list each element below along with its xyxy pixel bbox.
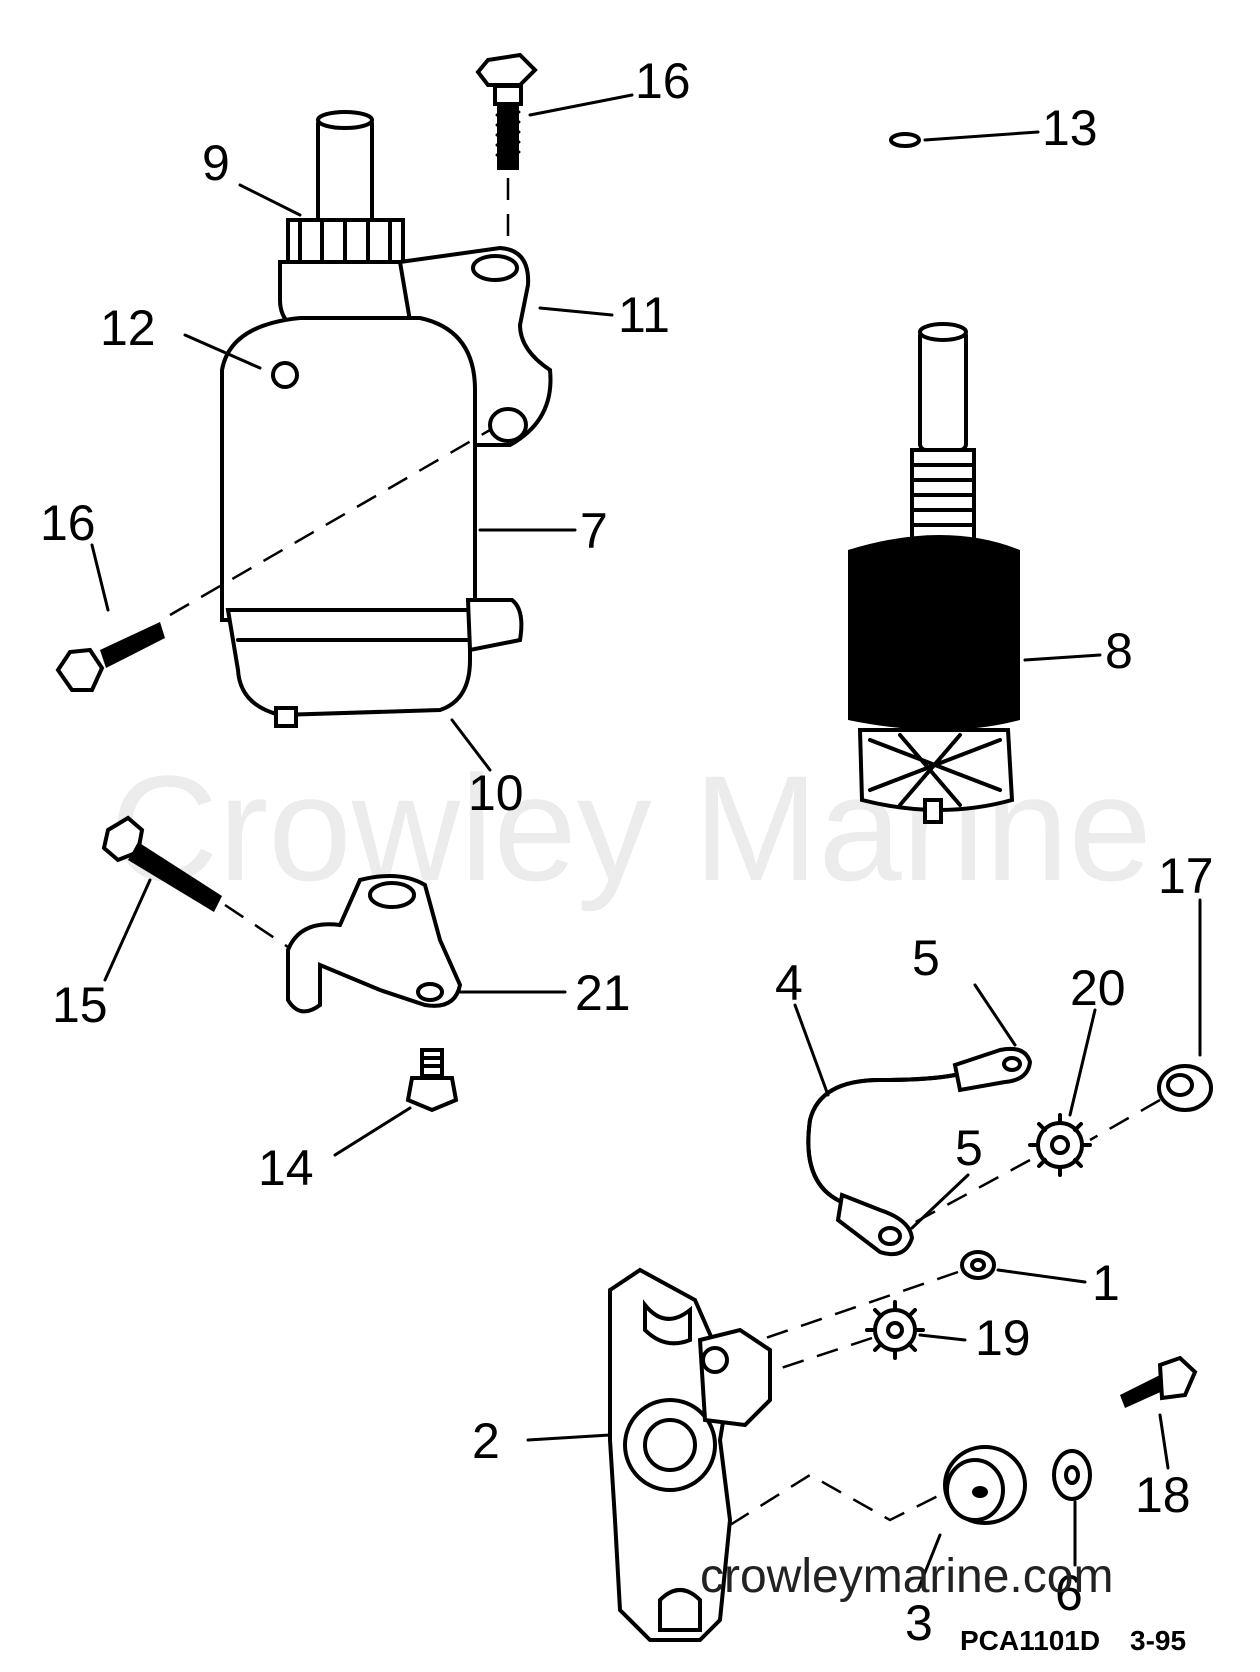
leader-lines xyxy=(90,93,1202,1592)
callout-label: 6 xyxy=(1055,1565,1083,1621)
lock-washer-19-part xyxy=(865,1300,925,1360)
bolt-16-top-part xyxy=(475,52,538,170)
cable-4-part xyxy=(806,1046,1033,1257)
ring-13-part xyxy=(889,132,921,148)
bolt-16-left-part xyxy=(55,622,165,692)
callout-label: 11 xyxy=(618,287,670,343)
drawing-code-text: PCA1101D xyxy=(960,1625,1100,1656)
callout-label: 2 xyxy=(472,1413,500,1469)
callout-label: 16 xyxy=(635,53,691,109)
callout-label: 1 xyxy=(1092,1255,1120,1311)
drawing-date-text: 3-95 xyxy=(1130,1625,1186,1656)
callout-label: 13 xyxy=(1042,100,1098,156)
callout-label: 5 xyxy=(912,930,940,986)
washer-6-part xyxy=(1052,1449,1092,1501)
solenoid-plate-2-part xyxy=(608,1267,772,1642)
screw-18-part xyxy=(1120,1355,1198,1408)
screw-14-part xyxy=(405,1048,459,1113)
callout-label: 5 xyxy=(955,1120,983,1176)
callout-label: 15 xyxy=(52,977,108,1033)
callout-label: 4 xyxy=(775,955,803,1011)
callout-label: 20 xyxy=(1070,960,1126,1016)
callout-label: 10 xyxy=(468,765,524,821)
callout-label: 14 xyxy=(258,1140,314,1196)
callout-labels: 16 13 9 11 12 16 7 8 10 17 15 21 5 4 20 … xyxy=(40,53,1214,1651)
callout-label: 17 xyxy=(1158,848,1214,904)
grommet-3-part xyxy=(943,1445,1027,1525)
lock-washer-20-part xyxy=(1028,1113,1092,1177)
callout-label: 9 xyxy=(202,135,230,191)
site-url-text: crowleymarine.com xyxy=(700,1550,1113,1603)
callout-label: 19 xyxy=(975,1310,1031,1366)
armature-part xyxy=(848,322,1020,824)
nut-1-part xyxy=(960,1250,996,1280)
bolt-15-part xyxy=(101,815,222,912)
bracket-21-part xyxy=(286,874,463,1014)
callout-label: 8 xyxy=(1105,623,1133,679)
callout-label: 12 xyxy=(100,300,156,356)
callout-label: 7 xyxy=(580,503,608,559)
nut-17-part xyxy=(1157,1064,1213,1112)
callout-label: 18 xyxy=(1135,1467,1191,1523)
callout-label: 16 xyxy=(40,495,96,551)
callout-label: 21 xyxy=(575,965,631,1021)
callout-label: 3 xyxy=(905,1595,933,1651)
starter-motor-part xyxy=(220,110,553,728)
